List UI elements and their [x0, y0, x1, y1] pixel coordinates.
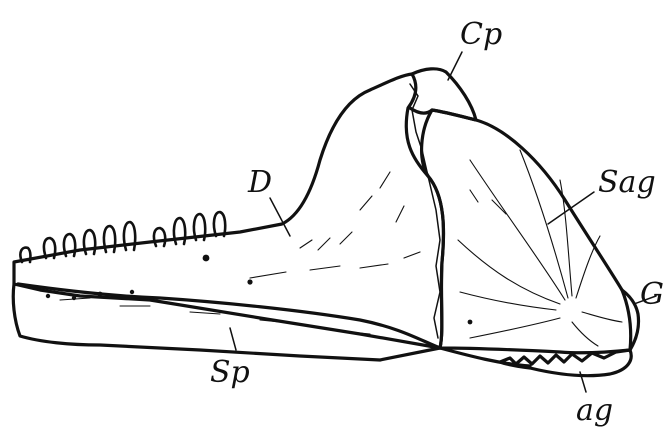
tooth — [214, 212, 225, 236]
dentary-outline — [14, 74, 444, 348]
tooth — [154, 228, 165, 246]
label-d: D — [247, 165, 272, 200]
label-sag: Sag — [598, 165, 656, 200]
cp-leader — [448, 52, 462, 80]
label-ag: ag — [576, 393, 613, 428]
surface-pits — [46, 255, 473, 325]
label-sp: Sp — [210, 355, 250, 390]
sag-leader — [548, 192, 594, 224]
label-cp: Cp — [460, 17, 502, 52]
label-g: G — [640, 277, 664, 312]
sp-leader — [230, 328, 236, 350]
d-leader — [270, 198, 290, 236]
